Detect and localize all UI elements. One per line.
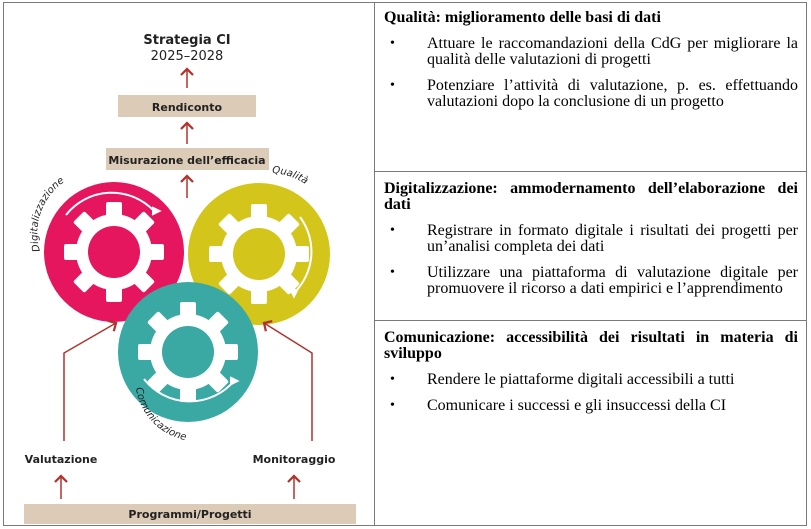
list-item: •Rendere le piattaforme digitali accessi…: [390, 371, 735, 388]
diagram-title: Strategia CI: [143, 33, 230, 48]
valutazione-label: Valutazione: [25, 453, 98, 466]
rotation-arrow: [143, 378, 235, 403]
rendiconto-box: [118, 95, 256, 117]
section-digitalizzazione: Digitalizzazione: ammodernamento dell’el…: [384, 181, 798, 297]
diagram-period: 2025–2028: [151, 49, 224, 64]
rotation-arrow: [293, 216, 313, 294]
programmi-label: Programmi/Progetti: [128, 508, 251, 521]
misurazione-label: Misurazione dell’efficacia: [108, 154, 265, 167]
monitoraggio-label: Monitoraggio: [253, 453, 336, 466]
programmi-box: [24, 504, 356, 524]
table-frame: [3, 2, 807, 526]
section-comunicazione: Comunicazione: accessibilità dei risulta…: [384, 330, 798, 414]
column-divider: [374, 2, 375, 526]
arrow-valutazione: [63, 319, 118, 441]
row-divider: [374, 320, 807, 321]
arrow-monitoraggio: [262, 319, 313, 441]
row-divider: [374, 171, 807, 172]
misurazione-box: [106, 148, 269, 170]
rotation-arrow: [65, 191, 155, 216]
section-heading: Digitalizzazione: ammodernamento dell’el…: [384, 180, 798, 213]
list-item: •Registrare in formato digitale i risult…: [390, 222, 798, 255]
section-heading: Qualità: miglioramento delle basi di dat…: [384, 9, 661, 26]
rendiconto-label: Rendiconto: [152, 101, 223, 114]
section-heading: Comunicazione: accessibilità dei risulta…: [384, 329, 798, 362]
qualita-label: Qualità: [272, 165, 311, 187]
strategy-diagram: Strategia CI 2025–2028 Rendiconto Misura…: [4, 3, 374, 525]
list-item: •Potenziare l’attività di valutazione, p…: [390, 77, 798, 110]
list-item: •Attuare le raccomandazioni della CdG pe…: [390, 35, 798, 68]
section-qualita: Qualità: miglioramento delle basi di dat…: [384, 10, 798, 110]
list-item: •Comunicare i successi e gli insuccessi …: [390, 397, 727, 414]
list-item: •Utilizzare una piattaforma di valutazio…: [390, 264, 798, 297]
